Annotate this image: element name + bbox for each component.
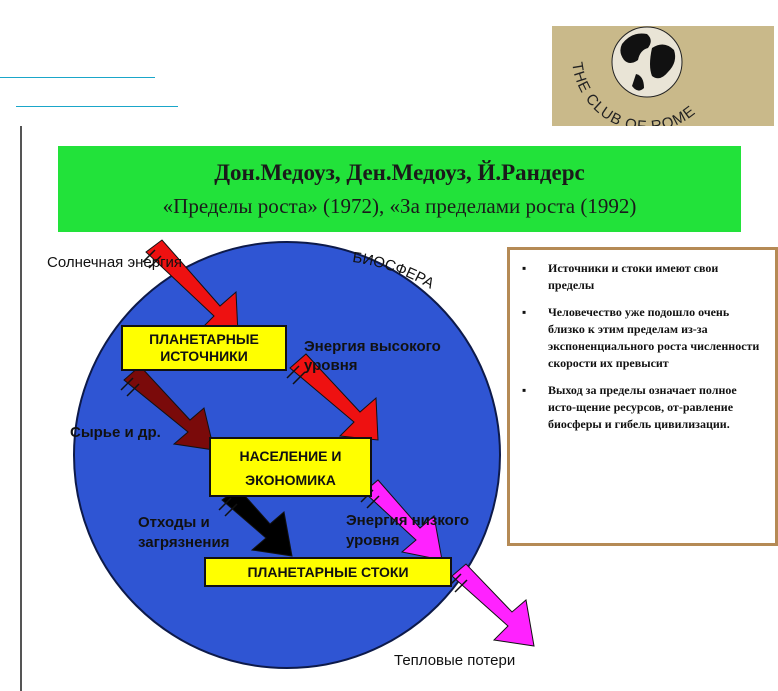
title-banner: Дон.Медоуз, Ден.Медоуз, Й.Рандерс «Преде… xyxy=(58,146,741,232)
bullet-text-1: Источники и стоки имеют свои пределы xyxy=(548,261,719,292)
top-line-1 xyxy=(0,77,155,78)
population-economy-line-1: НАСЕЛЕНИЕ И xyxy=(239,448,342,464)
slide-frame-left xyxy=(20,126,22,691)
planetary-sources-box: ПЛАНЕТАРНЫЕ ИСТОЧНИКИ xyxy=(121,325,287,371)
raw-materials-label: Сырье и др. xyxy=(70,424,161,441)
planetary-sources-line-2: ИСТОЧНИКИ xyxy=(160,348,248,364)
bullet-text-2: Человечество уже подошло очень близко к … xyxy=(548,305,760,370)
planetary-sources-line-1: ПЛАНЕТАРНЫЕ xyxy=(149,331,259,347)
population-economy-box: НАСЕЛЕНИЕ И ЭКОНОМИКА xyxy=(209,437,372,497)
planetary-sinks-box: ПЛАНЕТАРНЫЕ СТОКИ xyxy=(204,557,452,587)
population-economy-line-2: ЭКОНОМИКА xyxy=(245,472,336,488)
bullet-item: ▪Выход за пределы означает полное исто-щ… xyxy=(522,383,737,431)
top-line-2 xyxy=(16,106,178,107)
solar-energy-label: Солнечная энергия xyxy=(47,254,183,271)
conclusions-box: ▪Источники и стоки имеют свои пределы ▪Ч… xyxy=(507,247,778,546)
bullet-text-3: Выход за пределы означает полное исто-ще… xyxy=(548,383,737,431)
arrow-heat-losses xyxy=(451,563,535,647)
arrow-high-energy xyxy=(289,353,379,441)
arrow-raw-materials xyxy=(123,365,215,451)
low-energy-label-2: уровня xyxy=(346,532,400,549)
waste-label-2: загрязнения xyxy=(138,534,230,551)
planetary-sinks-label: ПЛАНЕТАРНЫЕ СТОКИ xyxy=(247,564,409,580)
books-subtitle: «Пределы роста» (1972), «За пределами ро… xyxy=(162,194,637,218)
bullet-item: ▪Источники и стоки имеют свои пределы xyxy=(522,261,719,292)
high-energy-label-1: Энергия высокого xyxy=(304,338,441,355)
club-of-rome-logo: THE CLUB OF ROME xyxy=(552,26,774,126)
waste-label-1: Отходы и xyxy=(138,514,210,531)
heat-losses-label: Тепловые потери xyxy=(394,652,516,669)
arrow-low-energy xyxy=(363,479,443,561)
arrow-solar xyxy=(145,239,239,335)
authors-title: Дон.Медоуз, Ден.Медоуз, Й.Рандерс xyxy=(214,160,585,185)
low-energy-label-1: Энергия низкого xyxy=(346,512,470,529)
bullet-item: ▪Человечество уже подошло очень близко к… xyxy=(522,305,760,370)
high-energy-label-2: уровня xyxy=(304,357,358,374)
